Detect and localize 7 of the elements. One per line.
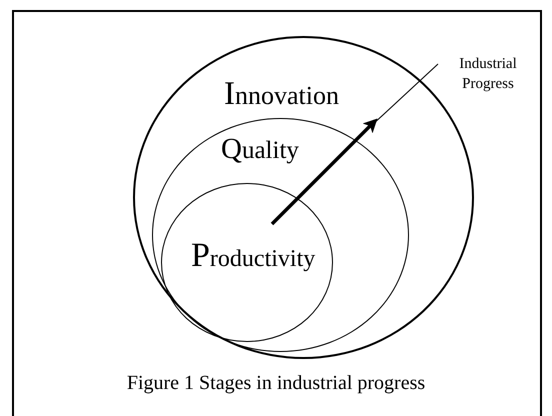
stage-label: Innovation bbox=[224, 78, 339, 111]
callout-label: Industrial Progress bbox=[438, 54, 538, 94]
stage-ellipse bbox=[161, 183, 333, 342]
stage-label: Quality bbox=[221, 135, 299, 164]
stage-label: Productivity bbox=[191, 239, 316, 273]
figure-caption: Figure 1 Stages in industrial progress bbox=[126, 372, 426, 395]
stage-ellipse bbox=[152, 118, 409, 352]
